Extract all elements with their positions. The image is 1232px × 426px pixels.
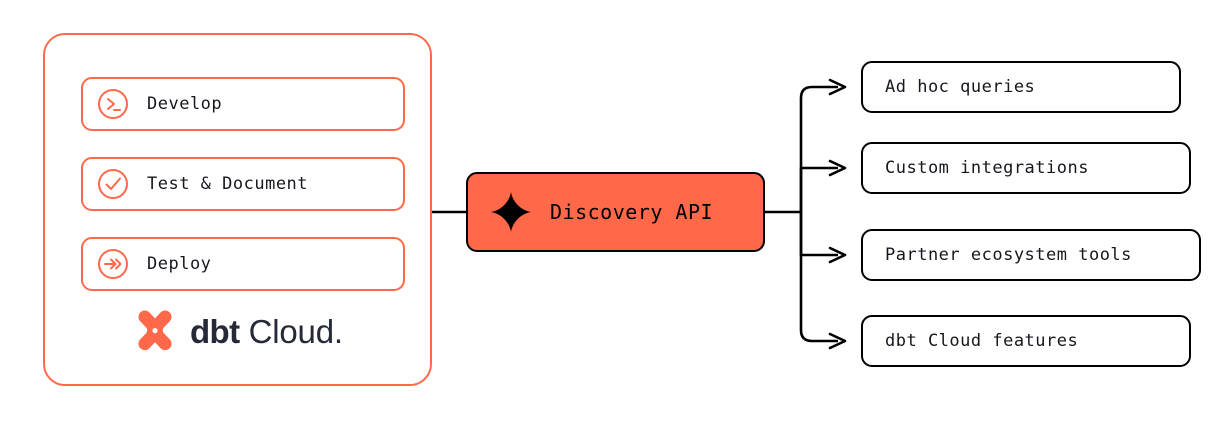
consumer-label-custom-integrations: Custom integrations [885, 158, 1089, 178]
check-circle-icon [97, 168, 129, 200]
stage-label-develop: Develop [147, 94, 223, 114]
consumer-box-custom-integrations[interactable]: Custom integrations [861, 142, 1191, 194]
stage-row-develop[interactable]: Develop [81, 77, 405, 131]
discovery-api-label: Discovery API [550, 200, 714, 224]
dbt-cloud-container: Develop Test & Document Deploy [43, 33, 432, 386]
wordmark-cloud: Cloud [248, 312, 334, 350]
arrowhead-2 [828, 159, 847, 177]
stage-label-test-and-document: Test & Document [147, 174, 309, 194]
arrowhead-4 [828, 332, 847, 350]
edge-trunk-to-branch-4 [799, 212, 838, 343]
arrowhead-3 [828, 246, 847, 264]
terminal-prompt-icon [97, 88, 129, 120]
consumer-box-partner-ecosystem-tools[interactable]: Partner ecosystem tools [861, 229, 1201, 281]
stage-row-deploy[interactable]: Deploy [81, 237, 405, 291]
dbt-x-logo-icon [132, 308, 178, 354]
edge-trunk-to-branch-1 [799, 85, 838, 212]
arrowhead-1 [828, 78, 847, 96]
dbt-cloud-logo: dbt Cloud. [45, 303, 430, 359]
sparkle-star-icon [490, 191, 532, 233]
stage-label-deploy: Deploy [147, 254, 212, 274]
stage-row-test-and-document[interactable]: Test & Document [81, 157, 405, 211]
consumer-label-dbt-cloud-features: dbt Cloud features [885, 331, 1079, 351]
edge-trunk-to-branch-2 [799, 166, 838, 212]
consumer-box-dbt-cloud-features[interactable]: dbt Cloud features [861, 315, 1191, 367]
consumer-label-ad-hoc-queries: Ad hoc queries [885, 77, 1036, 97]
edge-trunk-to-branch-3 [799, 212, 838, 257]
double-arrow-circle-icon [97, 248, 129, 280]
consumer-box-ad-hoc-queries[interactable]: Ad hoc queries [861, 61, 1181, 113]
wordmark-period: . [333, 312, 344, 350]
discovery-api-node[interactable]: Discovery API [466, 172, 765, 252]
consumer-label-partner-ecosystem-tools: Partner ecosystem tools [885, 245, 1132, 265]
dbt-cloud-wordmark: dbt Cloud. [190, 315, 343, 348]
wordmark-dbt: dbt [189, 312, 240, 350]
